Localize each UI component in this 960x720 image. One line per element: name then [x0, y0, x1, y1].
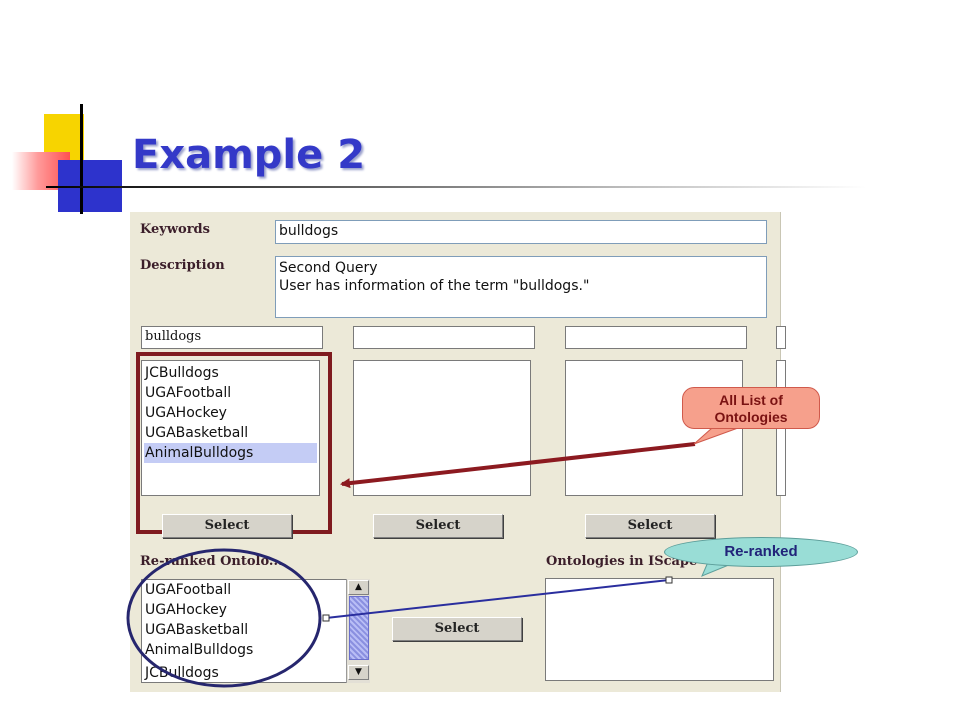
decor-horizontal-line	[46, 186, 866, 188]
list-item[interactable]: JCBulldogs	[145, 665, 219, 681]
up-arrow-icon: ▲	[355, 582, 362, 592]
reranked-ontology-list[interactable]: UGAFootball UGAHockey UGABasketball Anim…	[141, 579, 347, 683]
all-list-callout: All List of Ontologies	[682, 387, 820, 429]
iscape-ontology-list[interactable]	[545, 578, 774, 681]
list-item[interactable]: UGAHockey	[145, 405, 227, 421]
column1-search-input[interactable]: bulldogs	[141, 326, 323, 349]
description-textarea[interactable]: Second Query User has information of the…	[275, 256, 767, 318]
description-label: Description	[140, 258, 225, 273]
all-list-callout-line1: All List of	[719, 392, 783, 408]
list-item[interactable]: UGABasketball	[145, 425, 249, 441]
description-line-1: Second Query	[279, 260, 378, 276]
list-item-selected[interactable]: AnimalBulldogs	[144, 443, 317, 463]
pointer-handle	[665, 576, 673, 584]
scroll-up-button[interactable]: ▲	[348, 580, 369, 595]
pointer-handle	[322, 614, 330, 622]
column3-search-input[interactable]	[565, 326, 747, 349]
column3-select-button[interactable]: Select	[585, 514, 715, 538]
list-item[interactable]: UGABasketball	[145, 622, 249, 638]
down-arrow-icon: ▼	[355, 667, 362, 677]
column2-search-input[interactable]	[353, 326, 535, 349]
red-pointer-arrow	[340, 442, 696, 489]
search-app-panel: Keywords bulldogs Description Second Que…	[130, 212, 786, 692]
column1-ontology-list[interactable]: JCBulldogs UGAFootball UGAHockey UGABask…	[141, 360, 320, 496]
iscape-label: Ontologies in IScape	[546, 554, 698, 569]
blue-pointer-line	[325, 579, 670, 619]
red-callout-tail	[693, 427, 739, 445]
list-item[interactable]: AnimalBulldogs	[145, 642, 254, 658]
list-item[interactable]: UGAFootball	[145, 385, 232, 401]
reranked-highlight-circle	[126, 548, 322, 688]
list-item[interactable]: UGAHockey	[145, 602, 227, 618]
decor-vertical-line	[80, 104, 83, 214]
keywords-input[interactable]: bulldogs	[275, 220, 767, 244]
keywords-label: Keywords	[140, 222, 210, 237]
reranked-scrollbar[interactable]: ▲ ▼	[346, 579, 370, 683]
description-line-2: User has information of the term "bulldo…	[279, 278, 590, 294]
column4-search-input-partial[interactable]	[776, 326, 786, 349]
list-item[interactable]: JCBulldogs	[145, 365, 219, 381]
list-item[interactable]: UGAFootball	[145, 582, 232, 598]
slide-title: Example 2	[132, 132, 366, 178]
reranked-callout: Re-ranked	[664, 537, 858, 567]
scroll-down-button[interactable]: ▼	[348, 665, 369, 680]
column1-select-button[interactable]: Select	[162, 514, 292, 538]
reranked-select-button[interactable]: Select	[392, 617, 522, 641]
scroll-thumb[interactable]	[349, 596, 369, 660]
column2-select-button[interactable]: Select	[373, 514, 503, 538]
all-list-callout-line2: Ontologies	[714, 409, 788, 425]
